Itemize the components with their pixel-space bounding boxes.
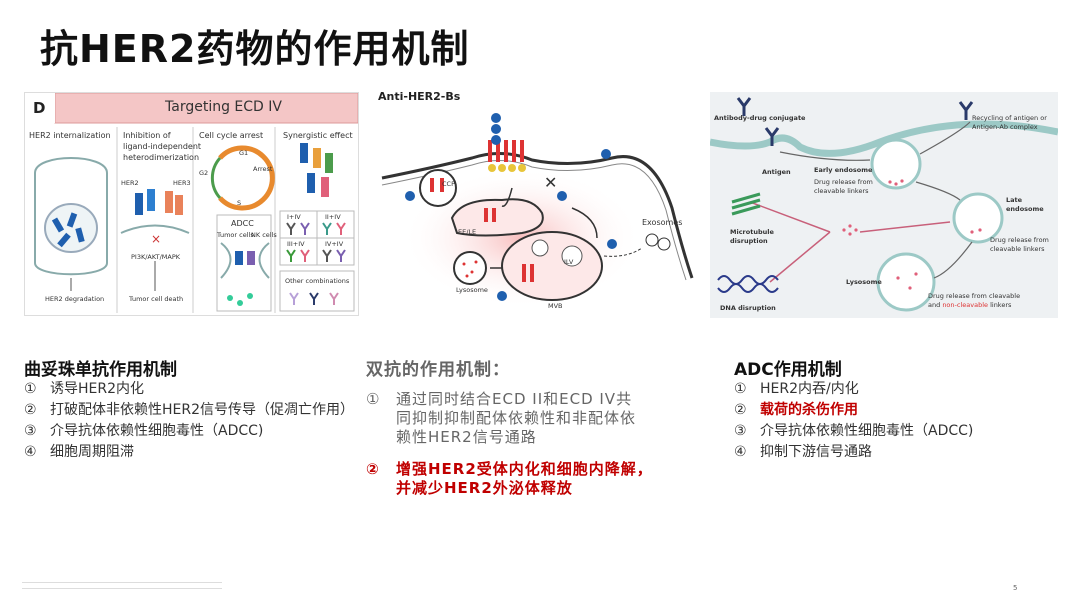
label-release-1: Drug release from [814, 178, 873, 186]
svg-text:×: × [151, 232, 161, 246]
label-ccp: CCP [442, 180, 455, 188]
label-g2: G2 [199, 169, 209, 177]
label-dna-disruption: DNA disruption [720, 304, 776, 312]
label-mvb: MVB [548, 302, 563, 310]
bispecific-heading: 双抗的作用机制： [366, 360, 510, 380]
bispecific-line-2: 同抑制抑制配体依赖性和非配体依 [396, 409, 637, 427]
label-inhibition: Inhibition of [123, 131, 171, 140]
figure-bispecific-mechanism: ✕ Anti-HER2-Bs CCP EE/LE ILV MVB Lysosom… [372, 88, 702, 316]
bispecific-line-4: 增强HER2受体内化和细胞内降解， [396, 460, 653, 478]
figure-b-label: Anti-HER2-Bs [378, 90, 461, 103]
label-lysosome-c: Lysosome [846, 278, 882, 286]
figure-adc-mechanism: Antibody-drug conjugate Antigen Recyclin… [710, 92, 1058, 318]
label-combo-4: IV+IV [325, 240, 344, 248]
label-release-1b: cleavable linkers [814, 187, 869, 195]
label-release-2: Drug release from [990, 236, 1049, 244]
label-adc: Antibody-drug conjugate [714, 114, 806, 122]
label-g1: G1 [239, 149, 249, 157]
label-pathway: PI3K/AKT/MAPK [131, 253, 181, 261]
label-non-cleavable: non-cleavable [942, 301, 988, 309]
label-exosomes: Exosomes [642, 218, 683, 227]
label-release-2b: cleavable linkers [990, 245, 1045, 253]
label-cell-cycle: Cell cycle arrest [199, 131, 264, 140]
label-her3: HER3 [173, 179, 191, 187]
label-combo-1: I+IV [287, 213, 301, 221]
label-release-3-end: linkers [990, 301, 1012, 309]
label-ilv: ILV [564, 258, 574, 266]
label-recycling-2: Antigen-Ab complex [972, 123, 1038, 131]
label-microtubule: Microtubule [730, 228, 774, 236]
bispecific-num-2: ② [366, 460, 380, 478]
label-her2-degradation: HER2 degradation [45, 295, 105, 303]
label-recycling: Recycling of antigen or [972, 114, 1047, 122]
label-tumor-cells: Tumor cells [217, 231, 254, 239]
panel-header: Targeting ECD IV [165, 99, 282, 115]
label-combo-2: II+IV [325, 213, 341, 221]
label-late: Late [1006, 196, 1023, 204]
page-title: 抗HER2药物的作用机制 [40, 27, 470, 71]
bispecific-line-5: 并减少HER2外泌体释放 [396, 479, 573, 497]
label-ee-le: EE/LE [458, 228, 477, 236]
label-tumor-death: Tumor cell death [129, 295, 184, 303]
adc-heading: ADC作用机制 [734, 360, 842, 380]
label-internalization: HER2 internalization [29, 131, 111, 140]
label-antigen: Antigen [762, 168, 791, 176]
label-lysosome: Lysosome [456, 286, 488, 294]
footnote-line-2 [22, 588, 222, 589]
label-late-endosome: endosome [1006, 205, 1044, 213]
label-microtubule-2: disruption [730, 237, 768, 245]
bispecific-item-2: ② 增强HER2受体内化和细胞内降解， 并减少HER2外泌体释放 [366, 460, 696, 498]
label-s: S [237, 199, 242, 207]
label-combo-3: III+IV [287, 240, 305, 248]
bispecific-line-1: 通过同时结合ECD II和ECD IV共 [396, 390, 633, 408]
page-number: 5 [1013, 584, 1018, 592]
label-release-3-and: and [928, 301, 941, 309]
label-arrest: Arrest [253, 165, 273, 173]
label-inhibition-3: heterodimerization [123, 153, 200, 162]
svg-text:✕: ✕ [544, 173, 557, 192]
trastuzumab-heading: 曲妥珠单抗作用机制 [24, 360, 177, 380]
figure-c-drawing [710, 97, 1058, 312]
bispecific-line-3: 赖性HER2信号通路 [396, 428, 537, 446]
figure-trastuzumab-mechanism: × [24, 92, 359, 316]
label-adcc: ADCC [231, 219, 254, 228]
label-nk-cells: NK cells [251, 231, 277, 239]
label-her2: HER2 [121, 179, 139, 187]
label-synergistic: Synergistic effect [283, 131, 353, 140]
bispecific-item-1: ① 通过同时结合ECD II和ECD IV共 同抑制抑制配体依赖性和非配体依 赖… [366, 390, 696, 447]
label-release-3: Drug release from cleavable [928, 292, 1021, 300]
label-inhibition-2: ligand-independent [123, 142, 202, 151]
panel-letter: D [33, 99, 46, 117]
footnote-line-1 [22, 582, 222, 583]
bispecific-num-1: ① [366, 390, 381, 408]
figure-b-drawing: ✕ [381, 113, 694, 308]
figure-a-drawing: × [25, 93, 358, 313]
label-early-endosome: Early endosome [814, 166, 873, 174]
label-other-combinations: Other combinations [285, 277, 350, 285]
